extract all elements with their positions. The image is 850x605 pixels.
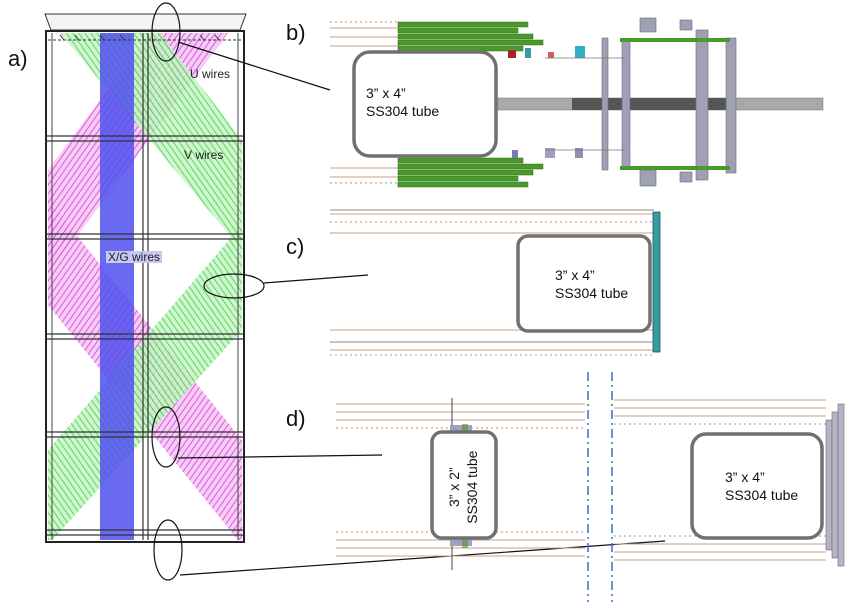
xg-wires-label: X/G wires <box>106 250 163 264</box>
wire-boards-bottom <box>397 157 544 188</box>
tube-b <box>352 50 498 158</box>
panel-label-d: d) <box>286 406 306 431</box>
tube-d-large-label: 3” x 4” SS304 tube <box>725 469 799 504</box>
v-wires-band-lower <box>48 225 242 540</box>
detail-d <box>336 372 845 602</box>
panel-label-b: b) <box>286 20 306 45</box>
tube-c-label: 3” x 4” SS304 tube <box>555 267 629 302</box>
callout-ellipse-bottom <box>153 519 183 581</box>
frame-top-cap <box>44 13 247 31</box>
panel-label-a: a) <box>8 46 28 71</box>
frame-cross-ribs <box>46 135 244 536</box>
tube-d-small-label: 3” x 2” SS304 tube <box>445 450 480 524</box>
xg-wires-band <box>100 33 134 540</box>
leader-lines <box>177 41 666 576</box>
detail-c <box>330 209 661 356</box>
tube-c <box>516 234 652 333</box>
callout-ellipse-top <box>151 2 181 62</box>
wire-planes <box>48 33 242 540</box>
wire-boards-top <box>397 21 544 52</box>
frame-outline <box>45 30 245 543</box>
callout-ellipse-side <box>203 273 265 299</box>
callout-ellipse-middle <box>151 406 181 468</box>
detail-b <box>330 17 824 188</box>
frame-panel <box>44 2 265 581</box>
tube-d-large <box>690 432 824 540</box>
u-wires-label: U wires <box>190 67 231 81</box>
tube-d-small <box>430 430 498 540</box>
v-wires-label: V wires <box>184 148 224 162</box>
panel-label-c: c) <box>286 234 305 259</box>
tube-b-label: 3” x 4” SS304 tube <box>366 85 440 120</box>
